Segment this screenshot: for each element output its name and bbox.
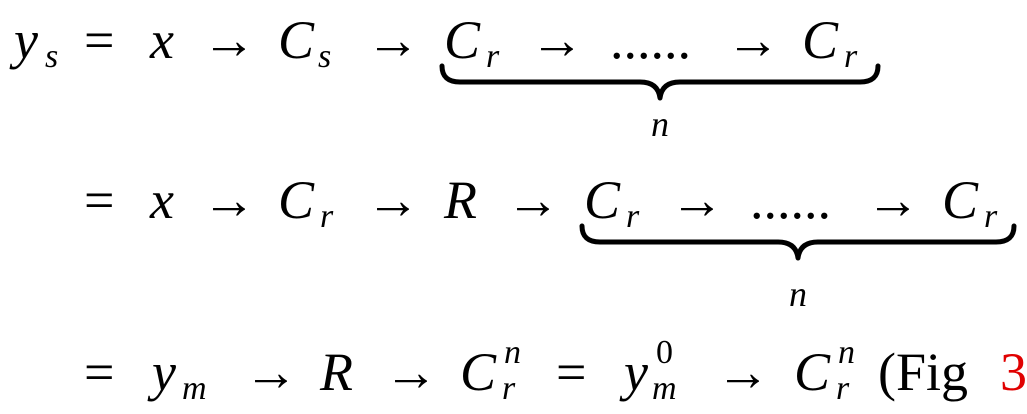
underbrace-2 <box>579 223 1017 261</box>
arrow-4: → <box>726 10 780 70</box>
superscript-n-2: n <box>838 334 855 371</box>
superscript-n: n <box>504 334 521 371</box>
subscript-r: r <box>486 38 500 75</box>
underbrace-1 <box>439 63 881 101</box>
x-symbol: x <box>150 10 174 70</box>
equation-line-2: = x → C r → R → C r → ...... → C r <box>0 170 1020 234</box>
arrow-1: → <box>244 342 298 402</box>
x-symbol: x <box>150 170 174 230</box>
arrow-1: → <box>202 10 256 70</box>
subscript-r: r <box>836 370 850 407</box>
figure-reference-text: (Fig <box>878 342 969 402</box>
subscript-r: r <box>320 198 334 235</box>
equation-line-3: = y m → R → C n r = y 0 m → C n r (Fig 3 <box>0 336 1027 406</box>
C-symbol: C <box>460 342 497 402</box>
lhs-subscript-s: s <box>45 38 59 75</box>
C-r-symbol-first: C <box>584 170 621 230</box>
R-symbol: R <box>444 170 477 230</box>
y-symbol: y <box>152 342 176 402</box>
equals-sign: = <box>84 170 115 230</box>
subscript-r: r <box>984 198 998 235</box>
superscript-zero: 0 <box>656 334 673 371</box>
R-symbol: R <box>320 342 353 402</box>
arrow-1: → <box>202 170 256 230</box>
arrow-2: → <box>384 342 438 402</box>
arrow-5: → <box>866 170 920 230</box>
arrow-2: → <box>366 10 420 70</box>
y-symbol-2: y <box>624 342 648 402</box>
C-r-symbol-last: C <box>802 10 839 70</box>
brace-label-n-2: n <box>789 274 807 314</box>
equals-sign: = <box>84 10 115 70</box>
subscript-r: r <box>844 38 858 75</box>
C-r-symbol-last: C <box>942 170 979 230</box>
arrow-3: → <box>530 10 584 70</box>
subscript-s: s <box>318 38 332 75</box>
brace-label-n-1: n <box>651 104 669 144</box>
subscript-m: m <box>652 370 677 407</box>
arrow-4: → <box>670 170 724 230</box>
C-s-symbol: C <box>278 10 315 70</box>
ellipsis-dots: ...... <box>750 170 831 230</box>
equals-sign: = <box>84 342 115 402</box>
lhs-y: y <box>14 10 38 70</box>
equals-sign-2: = <box>556 342 587 402</box>
C-r-symbol-first: C <box>444 10 481 70</box>
subscript-r: r <box>502 370 516 407</box>
ellipsis-dots: ...... <box>610 10 691 70</box>
equation-line-1: y s = x → C s → C r → ...... → C r <box>0 10 1020 74</box>
arrow-3: → <box>716 342 770 402</box>
subscript-r: r <box>626 198 640 235</box>
figure-reference-number-link[interactable]: 3 <box>1000 342 1027 402</box>
C-r-symbol: C <box>278 170 315 230</box>
arrow-2: → <box>366 170 420 230</box>
arrow-3: → <box>506 170 560 230</box>
C-symbol-2: C <box>794 342 831 402</box>
subscript-m: m <box>182 370 207 407</box>
